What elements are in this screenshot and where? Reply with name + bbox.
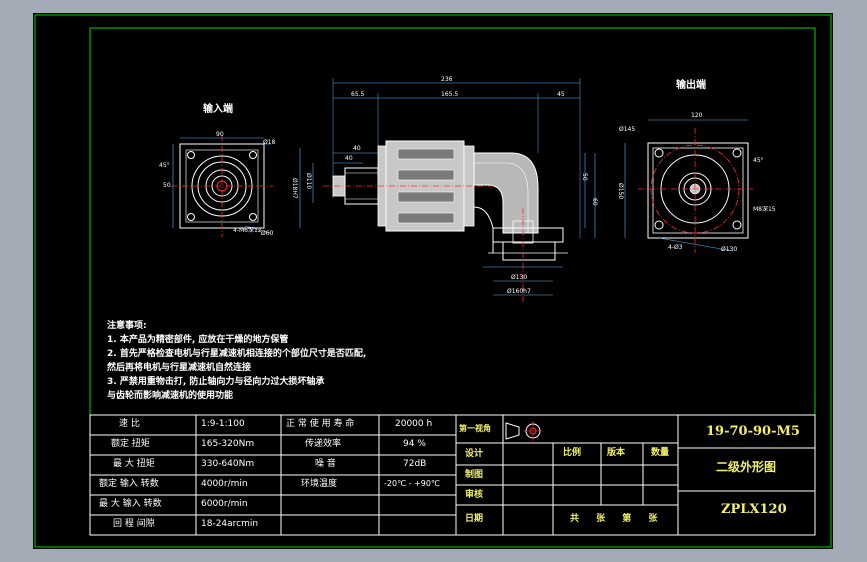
- output-dim-d150: Ø150: [617, 183, 624, 200]
- outer-frame: [34, 14, 832, 548]
- spec-value: -20℃ - +90℃: [384, 479, 440, 488]
- spec-label: 速 比: [119, 419, 140, 429]
- spec-value: 330-640Nm: [201, 459, 255, 469]
- output-dim-d130: Ø130: [721, 246, 738, 253]
- spec-label: 额定 扭矩: [111, 439, 150, 449]
- spec-label: 最 大 扭矩: [113, 459, 155, 469]
- input-dim-d60: Ø60: [261, 230, 274, 237]
- output-dim-top: 120: [691, 112, 703, 119]
- spec-label: 环境温度: [301, 479, 338, 489]
- spec-value: 6000r/min: [201, 499, 248, 509]
- scale-label: 比例: [563, 448, 582, 458]
- notes-line: 然后再将电机与行星减速机自然连接: [107, 363, 252, 373]
- projection-label: 第一视角: [459, 424, 491, 433]
- front-dim-d: 40: [353, 145, 361, 152]
- spec-value: 4000r/min: [201, 479, 248, 489]
- notes-line: 与齿轮而影响减速机的使用功能: [107, 391, 234, 401]
- notes-line: 3. 严禁用重物击打, 防止轴向力与径向力过大损坏轴承: [107, 377, 325, 387]
- front-dim-b: Ø110: [305, 173, 312, 190]
- notes-line: 1. 本产品为精密部件, 应放在干燥的地方保管: [107, 335, 289, 345]
- input-dim-thread: 4-M6深12: [233, 227, 262, 234]
- front-view: [299, 78, 596, 303]
- drawing-title: 二级外形图: [716, 460, 777, 474]
- input-end-view: [171, 135, 273, 237]
- spec-label: 噪 音: [315, 459, 336, 469]
- spec-label: 额定 输入 转数: [99, 479, 159, 489]
- sheets-label: 共 张 第 张: [570, 514, 658, 524]
- input-end-label: 输入端: [203, 104, 233, 115]
- output-dim-angle: 45°: [753, 157, 764, 164]
- notes-title: 注意事项:: [107, 321, 147, 331]
- input-dim-90: 90: [216, 131, 224, 138]
- review-label: 审核: [465, 490, 484, 500]
- front-dim-f: 60: [591, 198, 598, 206]
- drawing-canvas[interactable]: 输入端 输出端 90 4-M6深12 Ø18 Ø60 45° 50 236 65…: [33, 13, 833, 549]
- model-number: ZPLX120: [721, 502, 787, 517]
- spec-value: 1:9-1:100: [201, 419, 245, 429]
- input-dim-d18: Ø18: [263, 139, 276, 146]
- output-end-view: [624, 119, 753, 253]
- input-dim-angle: 45°: [159, 162, 170, 169]
- cad-drawing: [34, 14, 832, 548]
- inner-frame: [89, 27, 816, 536]
- front-dim-e: 50: [581, 173, 588, 181]
- title-block-lines: [455, 414, 816, 536]
- drawing-number: 19-70-90-M5: [706, 424, 800, 439]
- quantity-label: 数量: [651, 448, 670, 458]
- front-dim-right: 45: [557, 91, 565, 98]
- spec-label: 回 程 间隙: [113, 519, 155, 529]
- notes-line: 2. 首先严格检查电机与行星减速机相连接的个部位尺寸是否匹配,: [107, 349, 367, 359]
- spec-value: 20000 h: [395, 419, 433, 429]
- spec-value: 72dB: [403, 459, 427, 469]
- version-label: 版本: [607, 448, 626, 458]
- front-dim-g: Ø130: [511, 274, 528, 281]
- output-end-label: 输出端: [676, 80, 706, 91]
- front-dim-mid: 165.5: [441, 91, 459, 98]
- front-dim-h: Ø160h7: [507, 288, 531, 295]
- spec-value: 165-320Nm: [201, 439, 255, 449]
- output-dim-thread: M8深15: [753, 206, 776, 213]
- projection-symbol: [505, 421, 543, 441]
- input-dim-50: 50: [163, 182, 171, 189]
- specs-table-lines: [89, 414, 457, 536]
- spec-value: 94 %: [403, 439, 426, 449]
- draw-label: 制图: [465, 470, 484, 480]
- front-dim-c: 40: [345, 155, 353, 162]
- spec-label: 传递效率: [305, 439, 342, 449]
- spec-value: 18-24arcmin: [201, 519, 259, 529]
- front-dim-left: 65.5: [351, 91, 365, 98]
- output-dim-d145: Ø145: [619, 126, 636, 133]
- spec-label: 最 大 输入 转数: [99, 499, 162, 509]
- front-dim-total: 236: [441, 76, 453, 83]
- date-label: 日期: [465, 514, 484, 524]
- spec-label: 正 常 使 用 寿 命: [286, 419, 355, 429]
- front-dim-a: Ø18H7: [291, 178, 298, 199]
- output-dim-holes: 4-Ø3: [668, 244, 683, 251]
- design-label: 设计: [465, 449, 484, 459]
